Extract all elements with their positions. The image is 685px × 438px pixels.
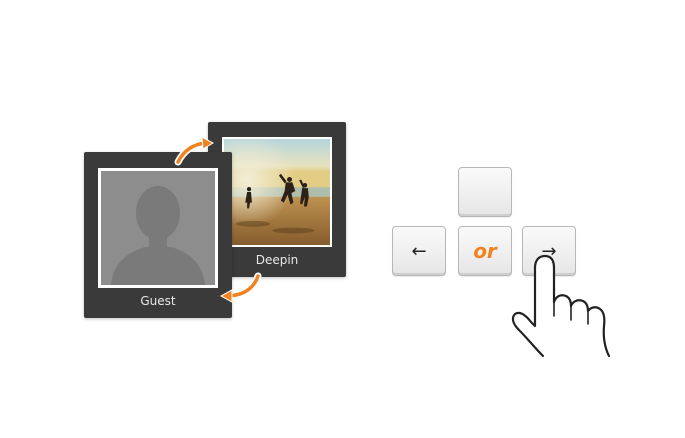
up-arrow-key[interactable]: [458, 167, 512, 217]
user-card-guest[interactable]: Guest: [84, 152, 232, 318]
user-card-deepin[interactable]: Deepin: [208, 122, 346, 277]
down-arrow-key[interactable]: or: [458, 226, 512, 276]
user-name-guest: Guest: [140, 294, 176, 308]
left-arrow-key[interactable]: ←: [392, 226, 446, 276]
arrow-left-icon: ←: [411, 240, 427, 262]
curved-arrow-left-icon: [219, 272, 262, 303]
or-label: or: [473, 239, 497, 263]
curved-arrow-right-icon: [174, 136, 215, 166]
user-photo-deepin: [222, 137, 332, 247]
default-avatar-icon: [98, 168, 218, 288]
hand-pointer-icon: [511, 254, 611, 358]
user-name-deepin: Deepin: [255, 253, 299, 267]
